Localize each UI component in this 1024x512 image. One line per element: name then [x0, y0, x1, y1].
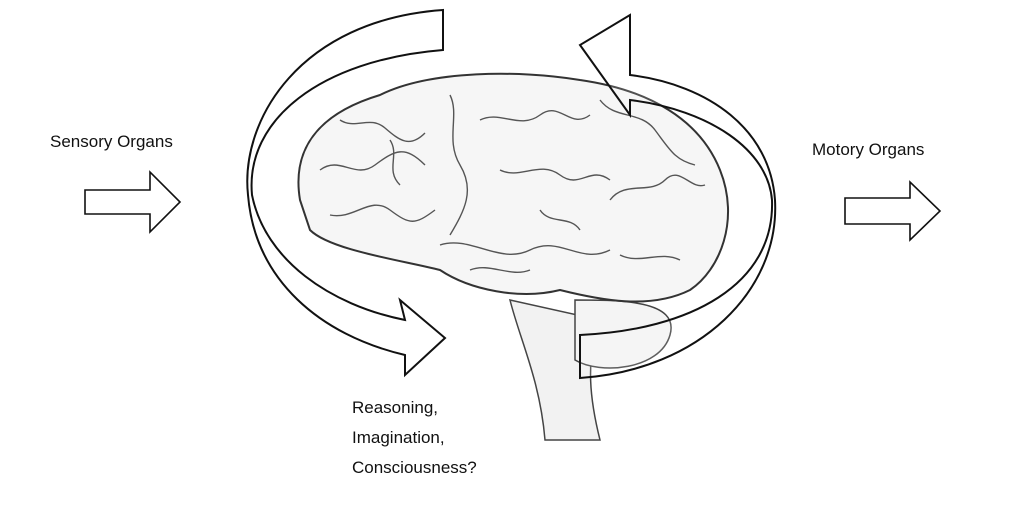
input-arrow-icon — [84, 170, 182, 234]
brain-icon — [297, 72, 729, 303]
output-arrow-icon — [844, 180, 942, 242]
brain-folds — [319, 94, 706, 274]
cognition-label: Reasoning, Imagination, Consciousness? — [352, 393, 477, 483]
cognition-line: Reasoning, — [352, 398, 439, 417]
cognition-line: Imagination, — [352, 428, 445, 447]
cycle-arrow-left — [246, 8, 447, 378]
cycle-arrow-right — [578, 13, 777, 380]
cognition-line: Consciousness? — [352, 458, 477, 477]
motory-organs-label: Motory Organs — [812, 140, 925, 159]
sensory-organs-label: Sensory Organs — [50, 132, 173, 151]
